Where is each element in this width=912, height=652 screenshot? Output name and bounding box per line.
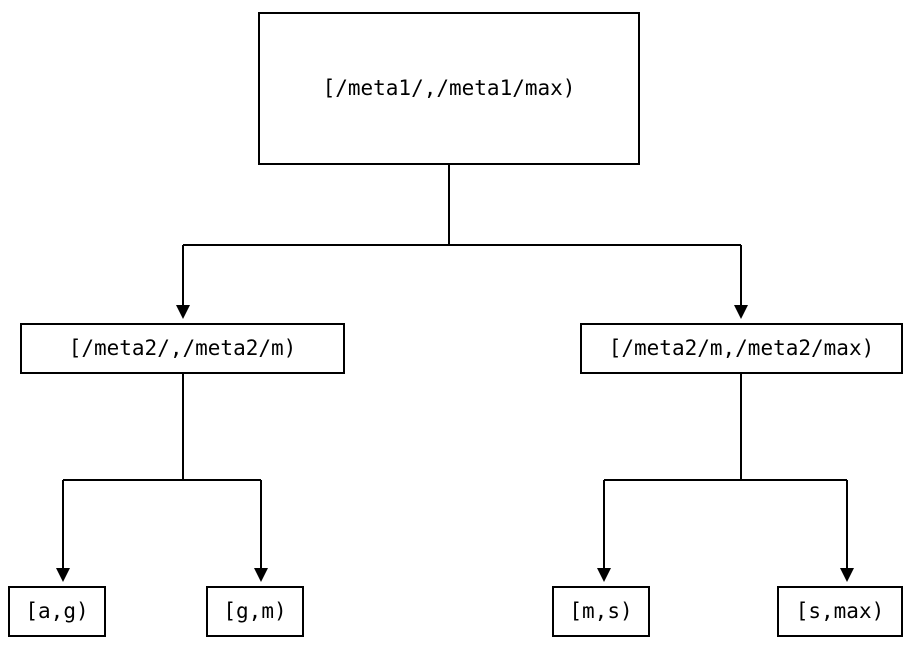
- edge-arrowhead: [254, 568, 268, 582]
- tree-node-mid-left[interactable]: [/meta2/,/meta2/m): [20, 323, 345, 374]
- tree-node-label: [/meta2/m,/meta2/max): [608, 336, 875, 360]
- tree-edge: [740, 374, 854, 582]
- edge-arrowhead: [734, 305, 748, 319]
- tree-node-leaf-smax[interactable]: [s,max): [777, 586, 903, 637]
- tree-edge: [448, 165, 748, 319]
- tree-edge: [182, 374, 268, 582]
- edge-arrowhead: [56, 568, 70, 582]
- edge-arrowhead: [176, 305, 190, 319]
- tree-node-mid-right[interactable]: [/meta2/m,/meta2/max): [580, 323, 903, 374]
- edge-arrowhead: [597, 568, 611, 582]
- tree-node-label: [/meta1/,/meta1/max): [322, 76, 576, 100]
- tree-node-label: [g,m): [223, 599, 287, 623]
- tree-node-leaf-ms[interactable]: [m,s): [552, 586, 650, 637]
- tree-node-leaf-ag[interactable]: [a,g): [8, 586, 106, 637]
- tree-node-label: [s,max): [795, 599, 885, 623]
- tree-node-label: [m,s): [569, 599, 633, 623]
- tree-edge: [597, 374, 742, 582]
- tree-node-label: [/meta2/,/meta2/m): [68, 336, 297, 360]
- tree-edge: [56, 374, 184, 582]
- tree-edge: [176, 165, 450, 319]
- tree-node-root[interactable]: [/meta1/,/meta1/max): [258, 12, 640, 165]
- tree-node-leaf-gm[interactable]: [g,m): [206, 586, 304, 637]
- edge-arrowhead: [840, 568, 854, 582]
- tree-node-label: [a,g): [25, 599, 89, 623]
